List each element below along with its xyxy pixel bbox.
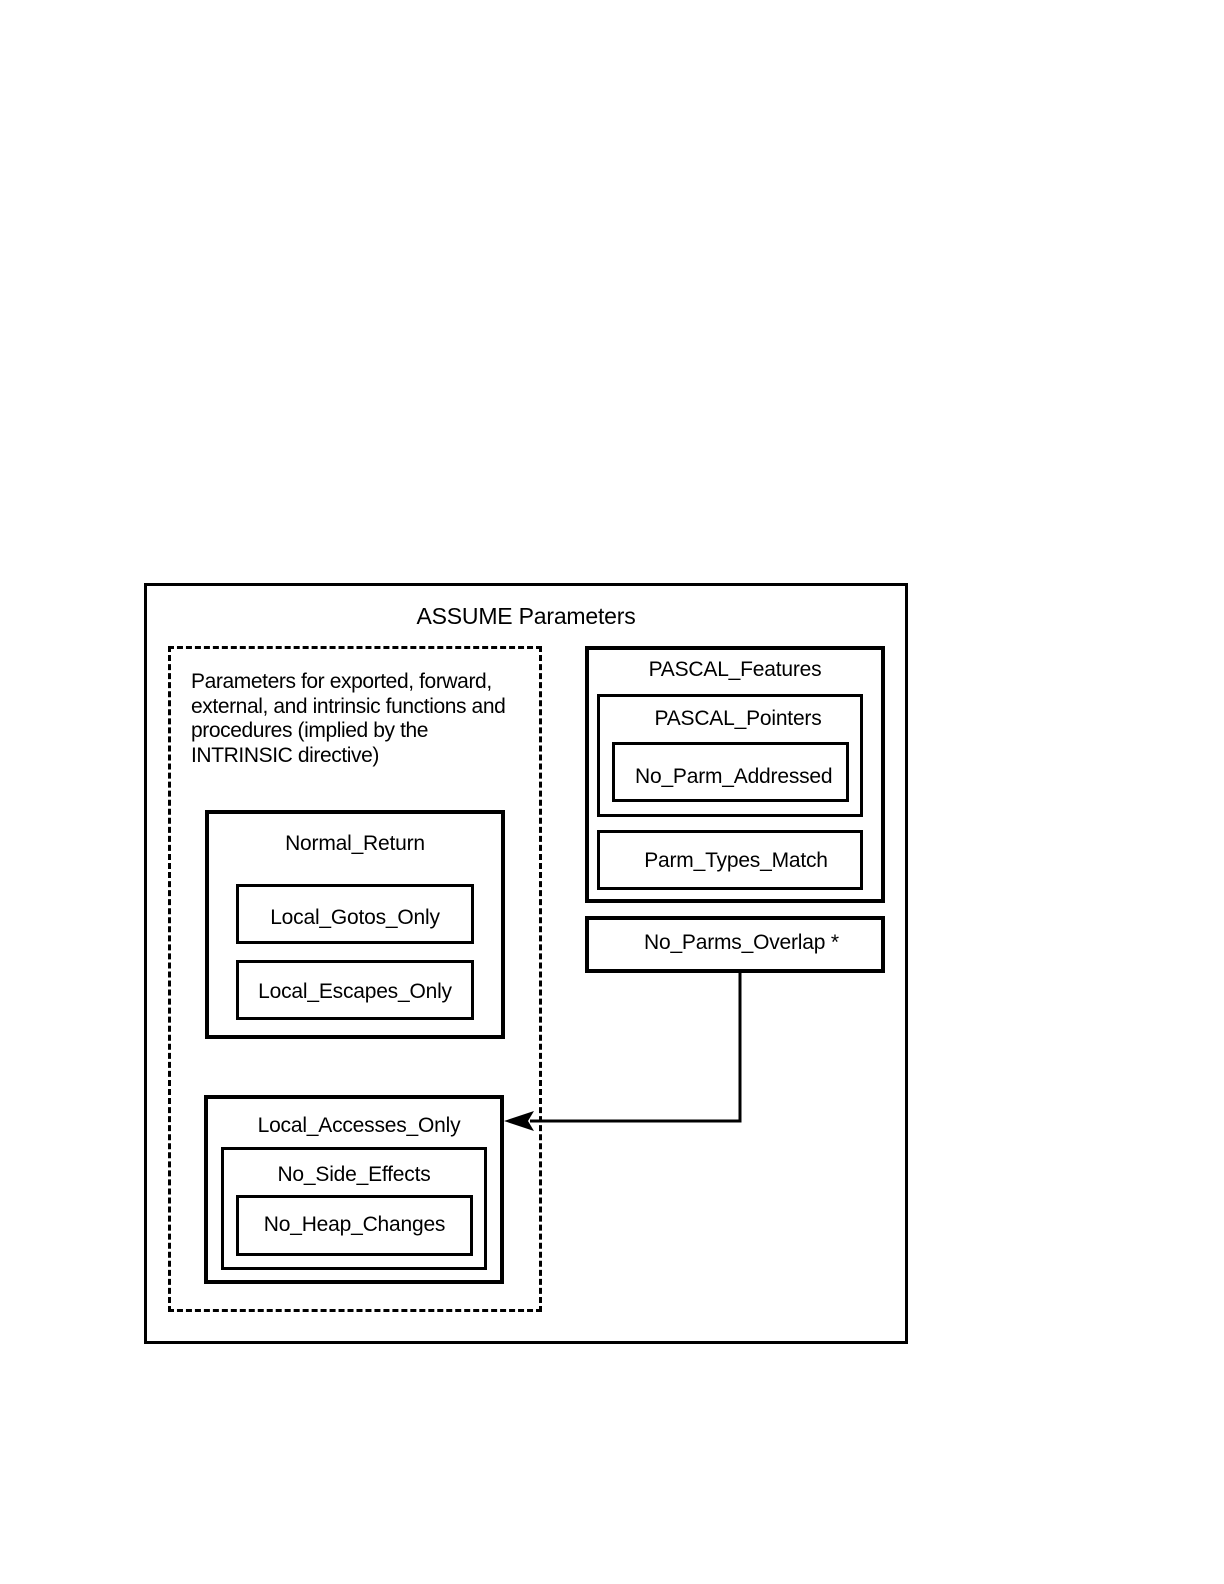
assume-parameters-frame [144, 583, 908, 1344]
local-escapes-only-box [236, 960, 474, 1020]
pascal-features-box [585, 646, 885, 903]
no-parms-overlap-label: No_Parms_Overlap * [644, 931, 839, 954]
normal-return-box [205, 810, 505, 1039]
arrowhead-icon [504, 1111, 534, 1131]
no-side-effects-label: No_Side_Effects [277, 1163, 431, 1186]
local-accesses-only-label: Local_Accesses_Only [257, 1114, 461, 1137]
local-accesses-only-box [204, 1095, 504, 1284]
normal-return-label: Normal_Return [285, 832, 425, 855]
overlap-to-local-accesses-connector [530, 973, 742, 1123]
no-heap-changes-box [236, 1195, 473, 1256]
local-gotos-only-label: Local_Gotos_Only [270, 906, 440, 929]
diagram-title: ASSUME Parameters [416, 603, 636, 629]
intrinsic-parameters-group [168, 646, 542, 1312]
pascal-features-label: PASCAL_Features [648, 658, 822, 681]
no-parms-overlap-box [585, 916, 885, 973]
parm-types-match-label: Parm_Types_Match [644, 849, 828, 872]
pascal-pointers-label: PASCAL_Pointers [654, 707, 822, 730]
local-gotos-only-box [236, 884, 474, 944]
no-side-effects-box [221, 1147, 487, 1270]
no-heap-changes-label: No_Heap_Changes [263, 1213, 446, 1236]
group-description: Parameters for exported, forward, extern… [191, 670, 506, 767]
pascal-pointers-box [597, 694, 863, 817]
no-parm-addressed-box [612, 742, 849, 802]
parm-types-match-box [597, 830, 863, 890]
local-escapes-only-label: Local_Escapes_Only [258, 980, 452, 1003]
no-parm-addressed-label: No_Parm_Addressed [635, 765, 833, 788]
